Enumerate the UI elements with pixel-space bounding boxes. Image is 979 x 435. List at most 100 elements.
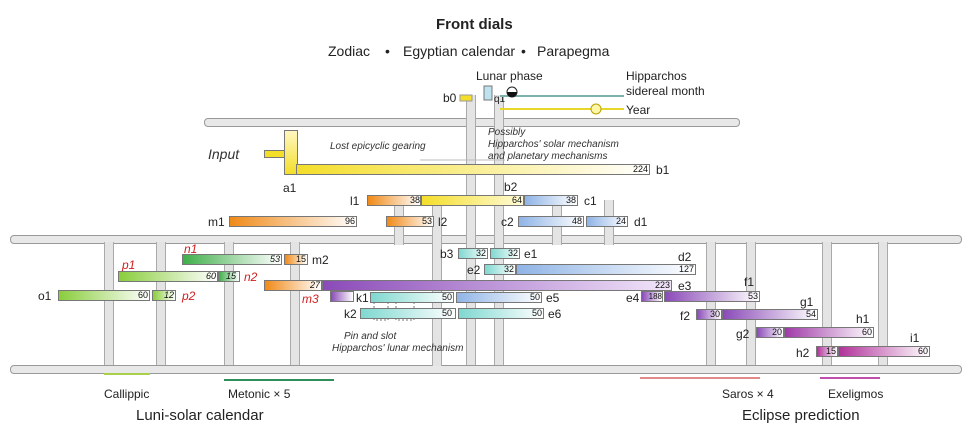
teeth-p2: 12: [163, 290, 174, 300]
gear-label-d1: d1: [634, 215, 648, 229]
gear-b3: [458, 248, 488, 259]
gear-n2: [218, 271, 240, 282]
gear-m2: [284, 254, 308, 265]
gear-m3: [264, 280, 322, 291]
teeth-f2: 30: [709, 309, 720, 319]
bullet: •: [385, 43, 390, 59]
callippic-label: Callippic: [104, 387, 150, 401]
gear-e5: [456, 292, 542, 303]
teeth-f1: 53: [747, 291, 758, 301]
main-shaft: [494, 95, 504, 365]
page-title: Front dials: [436, 16, 513, 33]
shaft: [746, 242, 756, 365]
teeth-e1: 32: [507, 248, 518, 258]
teeth-m1: 96: [344, 216, 355, 226]
gear-d2: [516, 264, 696, 275]
gear-label-i1: i1: [910, 331, 920, 345]
gear-k1-hub: [330, 291, 354, 302]
gear-b1: [296, 164, 650, 175]
gear-p2: [152, 290, 176, 301]
teeth-k2: 50: [441, 308, 452, 318]
gear-f2: [696, 309, 722, 320]
gear-p1: [118, 271, 218, 282]
gear-e3: [322, 280, 672, 291]
gear-label-h1: h1: [856, 312, 870, 326]
teeth-d1: 24: [615, 216, 626, 226]
gear-label-b2: b2: [504, 180, 518, 194]
gear-label-e6: e6: [548, 307, 562, 321]
teeth-b2: 64: [511, 195, 522, 205]
possibly-note: Hipparchos' solar mechanism: [488, 139, 619, 150]
gear-m1: [229, 216, 357, 227]
shaft: [290, 242, 300, 365]
gear-i1: [838, 346, 930, 357]
teeth-g2: 20: [771, 327, 782, 337]
gear-c1: [524, 195, 578, 206]
shaft: [224, 242, 234, 365]
teeth-e6: 50: [531, 308, 542, 318]
teeth-d2: 127: [678, 264, 694, 274]
gear-g1: [722, 309, 818, 320]
gear-c2: [518, 216, 584, 227]
gear-label-l2: l2: [438, 215, 448, 229]
teeth-k1: 50: [441, 292, 452, 302]
gear-label-b1: b1: [656, 163, 670, 177]
gear-g2: [756, 327, 784, 338]
gear-label-n1: n1: [184, 242, 198, 256]
gear-k2: [360, 308, 456, 319]
gear-label-e5: e5: [546, 291, 560, 305]
gear-label-e1: e1: [524, 247, 538, 261]
bullet: •: [521, 43, 526, 59]
teeth-e5: 50: [529, 292, 540, 302]
gear-label-e3: e3: [678, 279, 692, 293]
lunar-phase-label: Lunar phase: [476, 69, 543, 83]
gear-l2: [386, 216, 434, 227]
gear-label-b0: b0: [443, 91, 457, 105]
teeth-o1: 60: [137, 290, 148, 300]
teeth-e3: 223: [654, 280, 670, 290]
shaft: [706, 242, 716, 365]
gear-e1: [490, 248, 520, 259]
gear-label-o1: o1: [38, 289, 52, 303]
teeth-c1: 38: [565, 195, 576, 205]
subtitle-parapegma: Parapegma: [537, 43, 610, 59]
input-shaft: [264, 150, 286, 158]
pin-slot-note: Hipparchos' lunar mechanism: [332, 343, 464, 354]
shaft: [104, 242, 114, 365]
gear-label-g2: g2: [736, 327, 750, 341]
teeth-e4: 188: [648, 292, 662, 301]
gear-d1: [586, 216, 628, 227]
teeth-p1: 60: [205, 271, 216, 281]
gear-b2: [421, 195, 524, 206]
gear-label-p2: p2: [182, 289, 196, 303]
metonic-label: Metonic × 5: [228, 387, 291, 401]
gear-label-g1: g1: [800, 295, 814, 309]
sidereal-month-label: sidereal month: [626, 84, 705, 98]
teeth-g1: 54: [805, 309, 816, 319]
back-plate: [10, 365, 962, 374]
teeth-b1: 224: [632, 164, 648, 174]
teeth-n2: 15: [225, 271, 236, 281]
teeth-h1: 60: [861, 327, 872, 337]
teeth-m3: 27: [309, 280, 320, 290]
gear-label-n2: n2: [244, 270, 258, 284]
gear-e4: [641, 291, 663, 302]
gear-label-m2: m2: [312, 253, 329, 267]
luni-solar-calendar-label: Luni-solar calendar: [136, 407, 264, 424]
gear-label-m1: m1: [208, 215, 225, 229]
gear-h1: [784, 327, 874, 338]
shaft: [878, 242, 888, 365]
gear-label-c1: c1: [584, 194, 597, 208]
gear-label-q1: q1: [494, 94, 506, 105]
subtitle-zodiac: Zodiac: [328, 43, 371, 59]
gear-n1: [182, 254, 282, 265]
hipparchos-label: Hipparchos: [626, 69, 687, 83]
gear-k1: [370, 292, 454, 303]
teeth-b3: 32: [475, 248, 486, 258]
shaft: [156, 242, 166, 365]
gear-label-d2: d2: [678, 250, 692, 264]
gear-label-e4: e4: [626, 291, 640, 305]
exeligmos-label: Exeligmos: [828, 387, 884, 401]
